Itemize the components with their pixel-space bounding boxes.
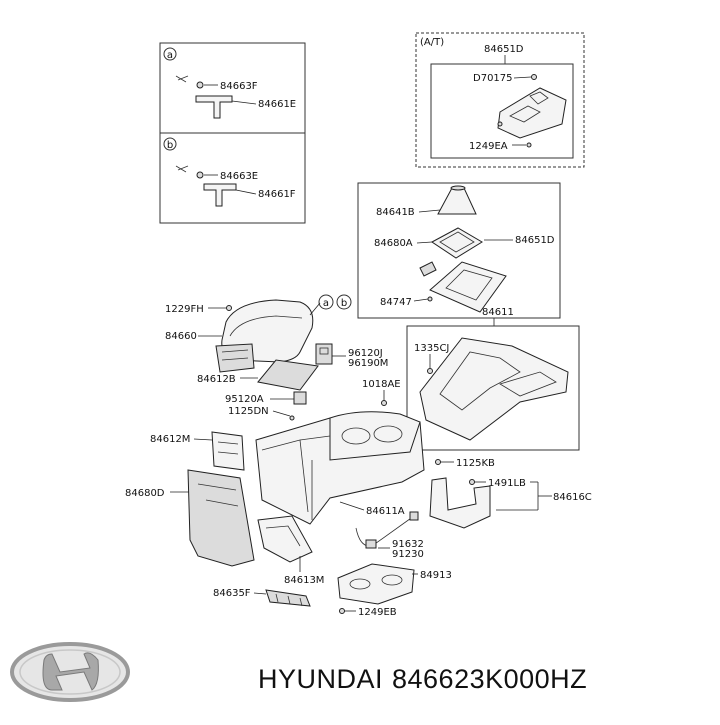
at-box: (A/T) 84651D D70175 1249EA	[415, 32, 585, 168]
inset-a-pin	[196, 81, 204, 89]
part-number: 846623K000HZ	[392, 664, 587, 694]
inset-b-bracket	[203, 183, 237, 207]
inset-b-marker-circle	[163, 137, 177, 151]
armrest-hinge	[215, 343, 255, 373]
label-84661f: 84661F	[258, 189, 296, 200]
at-box-inner-frame	[430, 63, 574, 159]
shift-bezel	[429, 261, 507, 313]
label-91632: 91632	[392, 539, 424, 550]
lower-bracket: 84613M	[257, 515, 324, 586]
bracket-84613m	[257, 515, 313, 563]
at-box-frame	[415, 32, 585, 168]
label-1491lb: 1491LB	[488, 478, 526, 489]
inset-b: b 84663E 84661F	[159, 132, 306, 224]
label-84635f: 84635F	[213, 588, 251, 599]
console-box-frame	[406, 325, 580, 451]
rail-84635f	[265, 589, 311, 607]
label-84660: 84660	[165, 331, 197, 342]
shift-box: 84641B 84680A 84651D 84747	[357, 182, 561, 319]
inset-b-screw	[175, 165, 189, 173]
label-1249eb: 1249EB	[358, 607, 397, 618]
label-1125kb: 1125KB	[456, 458, 495, 469]
callout-a: a	[323, 298, 329, 309]
inset-a-marker: a	[167, 50, 173, 61]
bottom-rail: 84635F	[213, 588, 311, 607]
label-84613m: 84613M	[284, 575, 324, 586]
rear-bracket: 1125KB 1491LB 84616C	[429, 458, 592, 529]
label-1249ea: 1249EA	[469, 141, 508, 152]
label-96120j: 96120J	[348, 348, 383, 359]
label-84651d-top: 84651D	[484, 44, 524, 55]
shift-box-frame	[357, 182, 561, 319]
label-84663e: 84663E	[220, 171, 258, 182]
side-cover: 84680D	[125, 469, 255, 567]
hyundai-logo	[10, 642, 130, 702]
bracket-84612m	[211, 431, 245, 471]
at-shift-plate	[497, 87, 567, 139]
label-1335cj: 1335CJ	[414, 343, 449, 354]
power-socket: 96120J 96190M	[315, 343, 388, 369]
label-84612b: 84612B	[197, 374, 236, 385]
cupholder-top	[329, 411, 421, 461]
armrest-pad	[257, 359, 319, 391]
armrest-assembly: 1229FH 84660 a b 84612B	[165, 294, 352, 391]
inset-b-marker: b	[167, 140, 173, 151]
label-84641b: 84641B	[376, 207, 415, 218]
label-84611: 84611	[482, 307, 514, 318]
shift-clip	[419, 261, 437, 277]
wiring-harness: 91632 91230	[355, 511, 424, 560]
label-1018ae: 1018AE	[362, 379, 401, 390]
label-84661e: 84661E	[258, 99, 296, 110]
label-84680d: 84680D	[125, 488, 165, 499]
label-95120a: 95120A	[225, 394, 264, 405]
inset-a: a 84663F 84661E	[159, 42, 306, 134]
lower-tray: 84913 1249EB	[337, 563, 452, 618]
label-84612m: 84612M	[150, 434, 190, 445]
cover-84680d	[187, 469, 255, 567]
brand-name: HYUNDAI	[258, 664, 383, 694]
cupholder-right	[373, 425, 403, 443]
shift-boot	[437, 187, 477, 215]
label-84611a: 84611A	[366, 506, 405, 517]
label-84663f: 84663F	[220, 81, 258, 92]
inset-a-marker-circle	[163, 47, 177, 61]
console-body: 84611A	[255, 411, 425, 525]
label-1229fh: 1229FH	[165, 304, 204, 315]
inset-b-pin	[196, 171, 204, 179]
tray-84913	[337, 563, 415, 605]
sensor-95120a	[293, 391, 307, 405]
label-1125dn: 1125DN	[228, 406, 269, 417]
inset-b-frame	[159, 132, 306, 224]
inset-a-screw	[175, 75, 189, 83]
label-84747: 84747	[380, 297, 412, 308]
cupholder-left	[341, 427, 371, 445]
label-84651d: 84651D	[515, 235, 555, 246]
label-91230: 91230	[392, 549, 424, 560]
at-box-tag: (A/T)	[420, 37, 444, 48]
logo-h-mark	[42, 652, 99, 691]
console-upper-panel	[419, 337, 569, 441]
callout-a-circle	[318, 294, 334, 310]
side-bracket: 84612M	[150, 431, 245, 471]
callout-b: b	[341, 298, 347, 309]
label-d70175: D70175	[473, 73, 513, 84]
label-96190m: 96190M	[348, 358, 388, 369]
shift-ring	[431, 227, 483, 259]
label-84680a: 84680A	[374, 238, 413, 249]
label-84616c: 84616C	[553, 492, 592, 503]
callout-b-circle	[336, 294, 352, 310]
console-box: 84611 1335CJ	[406, 307, 580, 451]
label-84913: 84913	[420, 570, 452, 581]
bracket-84616c	[429, 477, 491, 529]
inset-a-bracket	[195, 95, 233, 119]
